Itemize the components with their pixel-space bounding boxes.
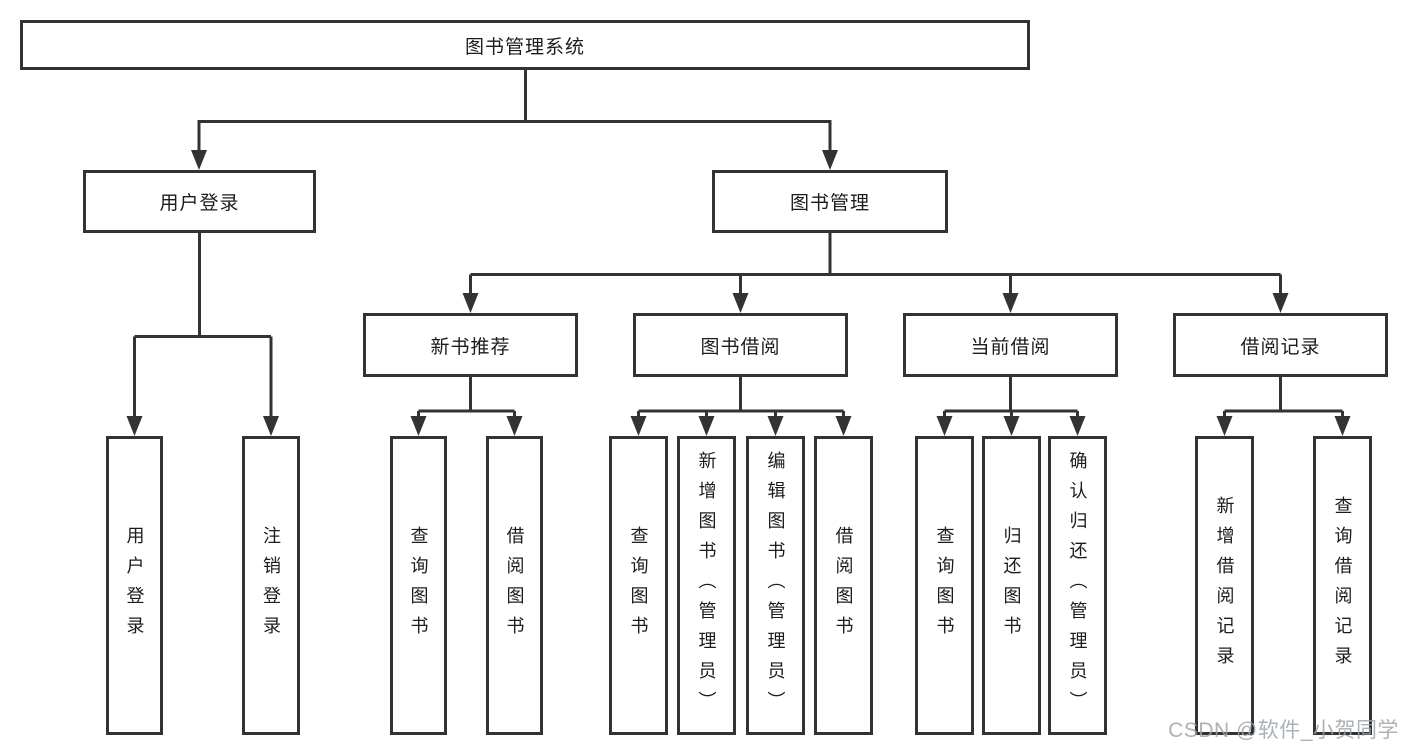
node-book-borrow: 图书借阅 — [633, 313, 848, 377]
arrow-down-icon — [462, 293, 479, 313]
arrow-down-icon — [506, 416, 523, 436]
arrow-down-icon — [1272, 293, 1289, 313]
arrow-down-icon — [263, 416, 279, 436]
arrow-down-icon — [191, 150, 207, 170]
leaf-edit-book-admin: 编辑图书（管理员） — [746, 436, 805, 735]
arrow-down-icon — [630, 416, 647, 436]
arrow-down-icon — [1003, 416, 1020, 436]
leaf-user-login: 用户登录 — [106, 436, 163, 735]
arrow-down-icon — [1216, 416, 1233, 436]
arrow-down-icon — [410, 416, 427, 436]
arrow-down-icon — [1002, 293, 1019, 313]
arrow-down-icon — [1069, 416, 1086, 436]
watermark: CSDN @软件_小贺同学 — [1168, 719, 1399, 742]
arrow-down-icon — [732, 293, 749, 313]
leaf-query-borrow-record: 查询借阅记录 — [1313, 436, 1372, 735]
edge-user-login-to-leaves — [126, 233, 279, 436]
leaf-add-book-admin: 新增图书（管理员） — [677, 436, 736, 735]
leaf-query-books-recommend: 查询图书 — [390, 436, 447, 735]
node-book-management: 图书管理 — [712, 170, 948, 233]
node-current-borrow: 当前借阅 — [903, 313, 1118, 377]
arrow-down-icon — [1334, 416, 1351, 436]
edge-borrow-records-to-leaves — [1216, 377, 1351, 436]
edge-book-borrow-to-leaves — [630, 377, 852, 436]
leaf-borrow-books-borrow: 借阅图书 — [814, 436, 873, 735]
arrow-down-icon — [936, 416, 953, 436]
arrow-down-icon — [767, 416, 784, 436]
arrow-down-icon — [822, 150, 838, 170]
arrow-down-icon — [835, 416, 852, 436]
leaf-query-books-borrow: 查询图书 — [609, 436, 668, 735]
edge-new-book-recommend-to-leaves — [410, 377, 523, 436]
leaf-query-books-current: 查询图书 — [915, 436, 974, 735]
node-root: 图书管理系统 — [20, 20, 1030, 70]
node-new-book-recommend: 新书推荐 — [363, 313, 578, 377]
leaf-logout: 注销登录 — [242, 436, 300, 735]
node-borrow-records: 借阅记录 — [1173, 313, 1388, 377]
arrow-down-icon — [126, 416, 143, 436]
edge-root-to-level2 — [191, 70, 838, 170]
edge-book-management-to-level3 — [462, 233, 1289, 313]
leaf-confirm-return-admin: 确认归还（管理员） — [1048, 436, 1107, 735]
edge-current-borrow-to-leaves — [936, 377, 1086, 436]
arrow-down-icon — [698, 416, 715, 436]
leaf-add-borrow-record: 新增借阅记录 — [1195, 436, 1254, 735]
leaf-borrow-books-recommend: 借阅图书 — [486, 436, 543, 735]
node-user-login: 用户登录 — [83, 170, 316, 233]
leaf-return-book: 归还图书 — [982, 436, 1041, 735]
